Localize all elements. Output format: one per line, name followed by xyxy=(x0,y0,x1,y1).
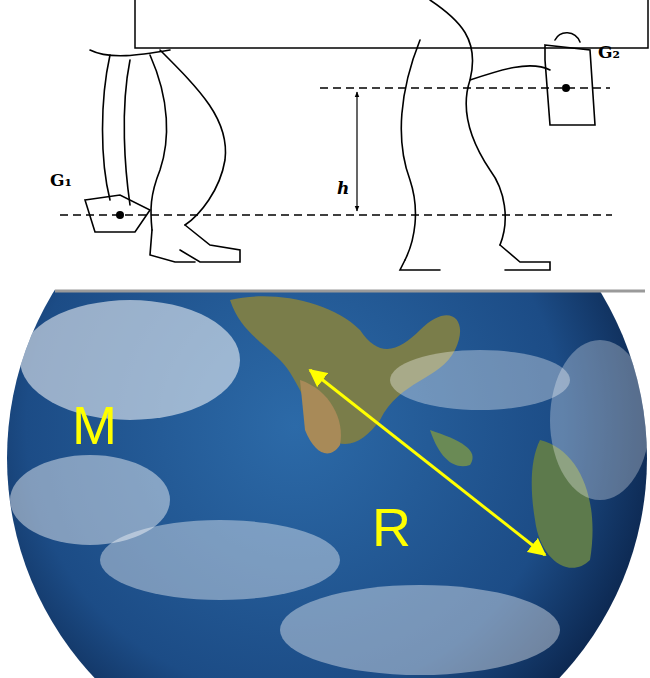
mass-label: M xyxy=(72,398,117,452)
radius-label: R xyxy=(372,500,411,554)
centre-of-gravity-label: G₁ xyxy=(50,172,72,189)
lifting-inset xyxy=(55,0,648,291)
centre-of-gravity-label: G₂ xyxy=(598,44,620,61)
height-label: h xyxy=(337,180,349,197)
